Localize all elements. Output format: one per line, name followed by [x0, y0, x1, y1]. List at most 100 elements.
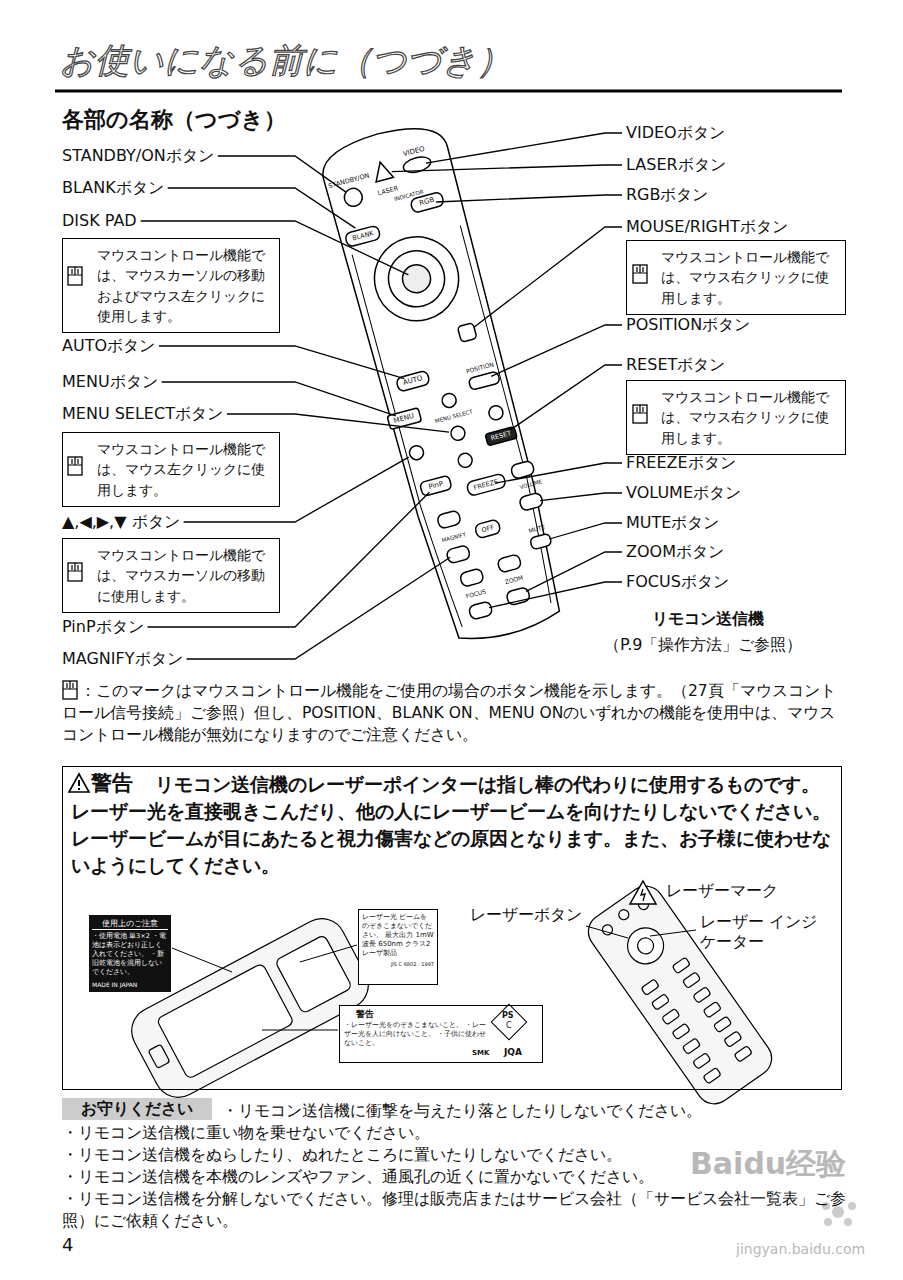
leader-line	[491, 325, 622, 376]
drawing-g	[69, 774, 89, 792]
leader-line	[526, 552, 622, 591]
callout-label: RESETボタン	[626, 355, 725, 375]
drawing-rect	[734, 1046, 752, 1063]
callout-label: LASERボタン	[626, 155, 726, 175]
text-label-wrap: Baidu经验	[690, 1146, 846, 1182]
drawing-circle	[634, 935, 656, 957]
callout-label-wrap: BLANKボタン	[62, 178, 164, 198]
callout-label: MENU SELECTボタン	[62, 404, 223, 424]
drawing-circle	[441, 392, 458, 409]
node-text-wrap: 警告	[91, 770, 133, 797]
callout-label-wrap: ZOOMボタン	[626, 542, 724, 562]
drawing-path	[316, 117, 573, 650]
drawing-circle	[457, 452, 474, 469]
drawing-rect	[474, 519, 501, 539]
drawing-rect	[396, 370, 431, 392]
leader-line	[392, 165, 622, 172]
callout-label: MAGNIFYボタン	[62, 649, 183, 669]
drawing-rect	[703, 1001, 721, 1018]
note-box: マウスコントロール機能では、マウスカーソルの移動およびマウス左クリックに使用しま…	[62, 238, 280, 333]
label-sticker: 使用上のご注意・使用電池 単3×2 ・電池は表示どおり正しく入れてください。 ・…	[89, 915, 171, 992]
callout-label-wrap: PinPボタン	[62, 617, 144, 637]
node-text: マウスコントロール機能では、マウスカーソルの移動およびマウス左クリックに使用しま…	[97, 245, 273, 326]
note-box: マウスコントロール機能では、マウスカーソルの移動に使用します。	[62, 538, 280, 613]
callout-label-wrap: FOCUSボタン	[626, 572, 729, 592]
callout-label-wrap: RESETボタン	[626, 355, 725, 375]
drawing-circle	[487, 404, 504, 421]
callout-label-wrap: VIDEOボタン	[626, 123, 725, 143]
drawing-rect	[672, 1023, 690, 1040]
callout-label: RGBボタン	[626, 185, 709, 205]
drawing-g	[316, 117, 573, 650]
callout-label-wrap: AUTOボタン	[62, 336, 155, 356]
node-text-wrap: 警告	[356, 1008, 374, 1020]
text-label: jingyan.baidu.com	[736, 1240, 865, 1258]
leader-line	[474, 227, 622, 327]
text-label: （P.9「操作方法」ご参照）	[604, 635, 802, 655]
drawing-rect	[682, 972, 700, 989]
node-text: マウスコントロール機能では、マウス左クリックに使用します。	[97, 439, 273, 500]
drawing-circle	[844, 1218, 852, 1226]
callout-label-wrap: DISK PAD	[62, 211, 137, 231]
drawing-rect	[713, 1016, 731, 1033]
text-label: Baidu经验	[690, 1146, 846, 1182]
drawing-path	[172, 945, 357, 1030]
drawing-circle	[621, 921, 671, 971]
drawing-rect	[497, 554, 522, 573]
drawing-use	[68, 457, 82, 475]
label-sticker: レーザー光 ビームをのぞきこまないでください。 最大出力 1mW 波長 650n…	[358, 909, 438, 985]
text-label-wrap: jingyan.baidu.com	[736, 1240, 865, 1258]
leader-line	[509, 365, 622, 431]
text-label-wrap: リモコン送信機	[652, 609, 764, 629]
node-text: MADE IN JAPAN	[92, 977, 168, 989]
text-label: リモコン送信機	[652, 609, 764, 629]
text-label-wrap: （P.9「操作方法」ご参照）	[604, 635, 802, 655]
node-text: リモコン送信機のレーザーポインターは指し棒の代わりに使用するものです。レーザー光…	[63, 767, 841, 879]
drawing-circle	[399, 262, 433, 296]
node-text-wrap: ・レーザー光をのぞきこまないこと。 ・レーザー光を人に向けないこと。 ・子供に使…	[344, 1021, 489, 1048]
drawing-rect	[530, 533, 552, 550]
text-label: ・リモコン送信機を本機のレンズやファン、通風孔の近くに置かないでください。	[62, 1166, 654, 1188]
text-label: ・リモコン送信機に重い物を乗せないでください。	[62, 1122, 430, 1144]
drawing-rect	[703, 1067, 721, 1084]
drawing-rect	[275, 935, 353, 1014]
callout-label-wrap: MENU SELECTボタン	[62, 404, 223, 424]
node-text: お守りください	[62, 1098, 212, 1120]
drawing-g	[630, 881, 656, 904]
leader-line	[489, 582, 622, 608]
page-title-wrap: お使いになる前に（つづき）	[60, 38, 511, 82]
drawing-use	[63, 681, 77, 699]
text-label: ：このマークはマウスコントロール機能をご使用の場合のボタン機能を示します。（27…	[62, 680, 842, 746]
node-text-wrap: C	[506, 1021, 512, 1031]
text-label-wrap: レーザーマーク	[666, 881, 778, 901]
drawing-rect	[466, 473, 506, 496]
drawing-circle	[617, 908, 631, 922]
callout-label-wrap: FREEZEボタン	[626, 453, 736, 473]
callout-label: PinPボタン	[62, 617, 144, 637]
text-label-wrap: レーザー インジケーター	[700, 912, 822, 952]
drawing-rect	[672, 957, 690, 974]
text-label-wrap: ・リモコン送信機に衝撃を与えたり落としたりしないでください。	[222, 1100, 702, 1122]
callout-label-wrap: ▲,◀,▶,▼ ボタン	[62, 512, 180, 532]
text-label-wrap: 4	[62, 1234, 73, 1256]
node-text-wrap: SMK	[472, 1048, 489, 1058]
node-text: 使用上のご注意	[92, 918, 168, 930]
drawing-use	[633, 265, 647, 283]
callout-label-wrap: LASERボタン	[626, 155, 726, 175]
drawing-rect	[682, 1038, 700, 1055]
leader-line	[159, 346, 404, 379]
drawing-circle	[408, 444, 425, 461]
node-text-wrap: JQA	[504, 1046, 522, 1058]
text-label-wrap: ・リモコン送信機を本機のレンズやファン、通風孔の近くに置かないでください。	[62, 1166, 654, 1188]
callout-label-wrap: STANDBY/ONボタン	[62, 146, 214, 166]
leader-line	[227, 414, 449, 432]
text-label-wrap: レーザーボタン	[470, 905, 582, 925]
text-label: 4	[62, 1234, 73, 1256]
text-label: レーザーボタン	[470, 905, 582, 925]
drawing-rect	[468, 601, 493, 620]
node-text: マウスコントロール機能では、マウスカーソルの移動に使用します。	[97, 545, 273, 606]
callout-label-wrap: MOUSE/RIGHTボタン	[626, 217, 788, 237]
note-box: マウスコントロール機能では、マウス左クリックに使用します。	[62, 432, 280, 507]
drawing-path	[641, 889, 645, 901]
